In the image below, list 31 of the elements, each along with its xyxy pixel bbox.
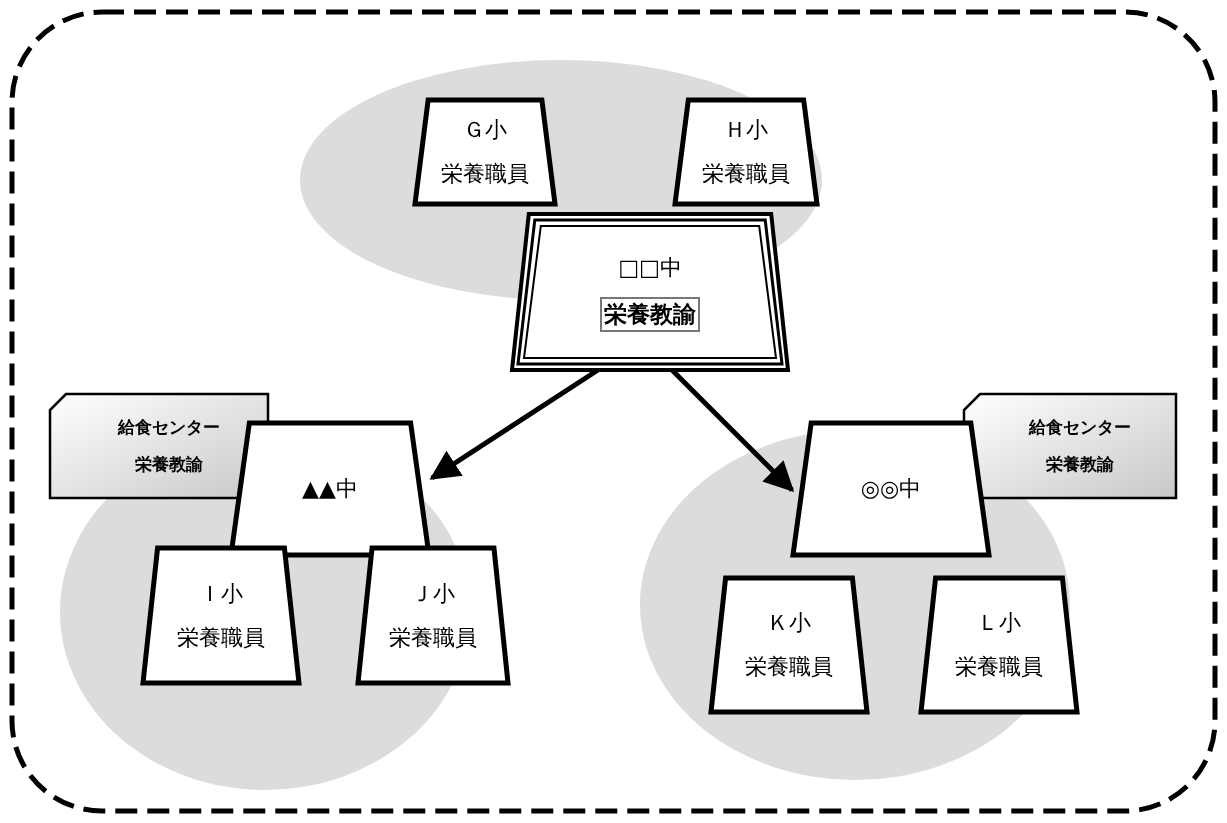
school-label: □□中	[618, 253, 682, 282]
role-label: 栄養教諭	[600, 296, 700, 332]
trapezoid-box	[140, 545, 302, 686]
school-label: Ｋ小	[767, 609, 811, 637]
school-label: Ｉ小	[199, 579, 243, 608]
role-label: 栄養職員	[177, 623, 265, 652]
trapezoid-box	[790, 420, 992, 558]
school-label: ▲▲中	[302, 475, 358, 503]
school-label: Ｇ小	[463, 116, 507, 144]
school-label: ◎◎中	[860, 475, 922, 503]
role-label: 栄養職員	[702, 160, 790, 188]
framed-trapezoid-box	[510, 212, 790, 372]
trapezoid-box	[228, 420, 432, 558]
role-label: 栄養職員	[441, 160, 529, 188]
beveled-box	[962, 392, 1178, 500]
role-label: 栄養職員	[955, 653, 1043, 681]
trapezoid-box	[355, 545, 511, 686]
role-label: 栄養職員	[745, 653, 833, 681]
role-label: 栄養教諭	[135, 453, 203, 476]
school-label: Ｊ小	[411, 579, 455, 608]
role-label: 栄養職員	[389, 623, 477, 652]
beveled-box	[48, 392, 270, 500]
trapezoid-box	[412, 97, 558, 207]
role-label: 栄養教諭	[1046, 453, 1114, 476]
trapezoid-box	[708, 575, 870, 715]
trapezoid-box	[672, 97, 820, 207]
school-label: Ｈ小	[724, 116, 768, 144]
school-label: Ｌ小	[977, 609, 1021, 637]
school-label: 給食センター	[118, 416, 220, 439]
trapezoid-box	[918, 575, 1080, 715]
school-label: 給食センター	[1029, 416, 1131, 439]
